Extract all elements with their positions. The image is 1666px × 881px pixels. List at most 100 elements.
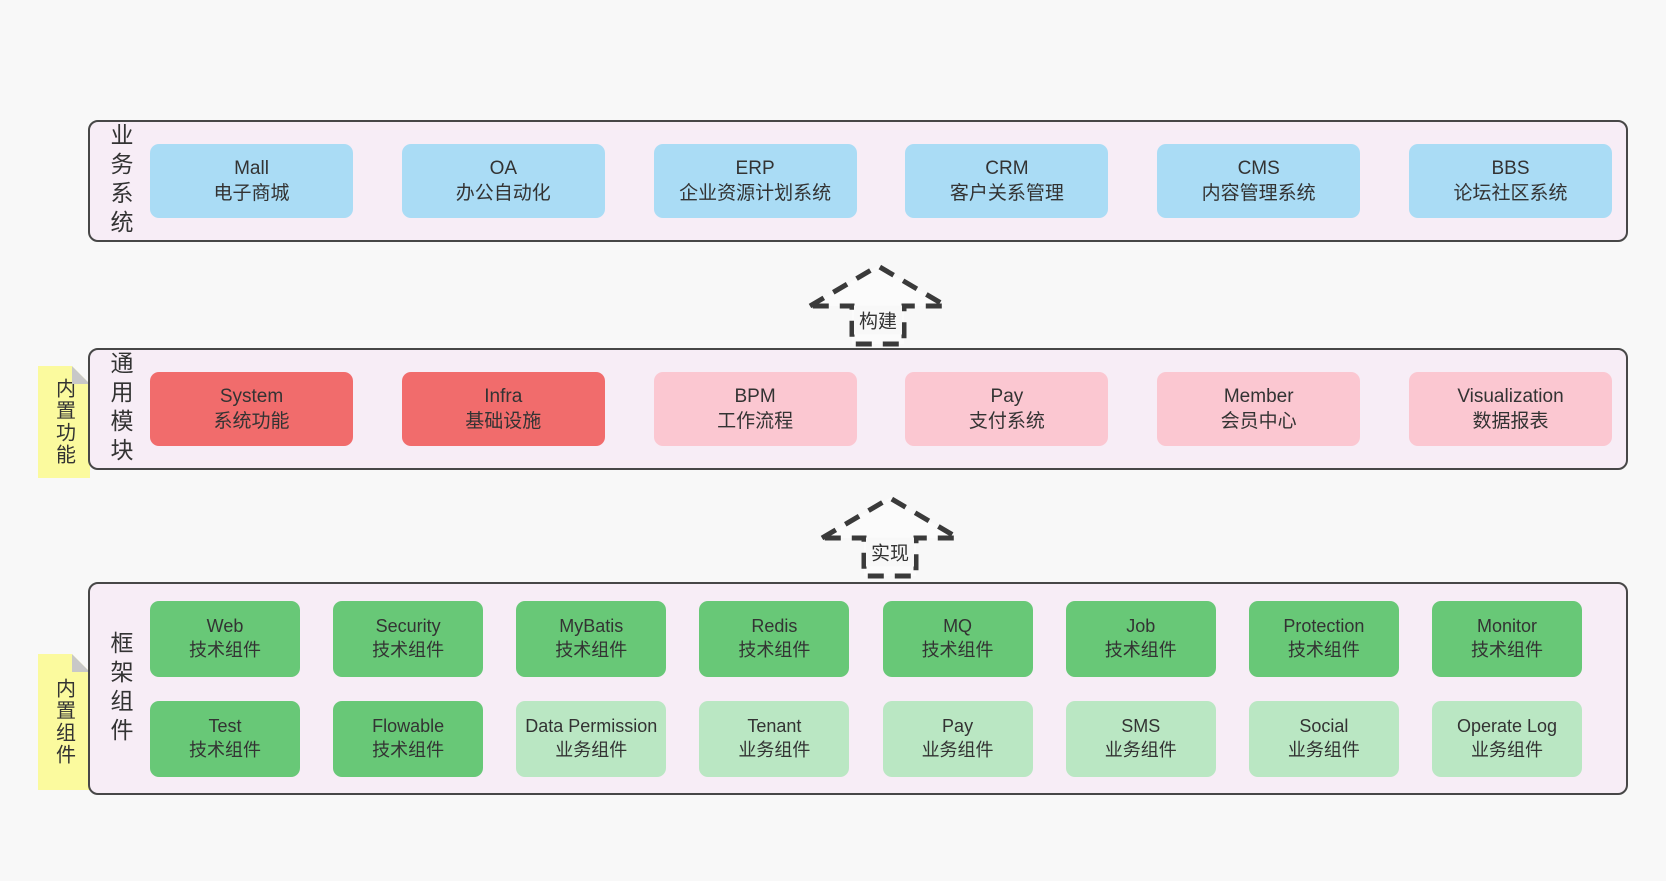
box-tenant: Tenant 业务组件 [699, 700, 850, 777]
builtin-components-sticky: 内置组件 [38, 654, 90, 790]
box-name: Job [1126, 615, 1156, 636]
framework-components-rows: Web 技术组件 Security 技术组件 MyBatis 技术组件 Redi… [150, 584, 1626, 793]
box-desc: 工作流程 [717, 411, 794, 432]
box-desc: 基础设施 [465, 411, 542, 432]
box-desc: 业务组件 [738, 739, 811, 760]
box-pay-system: Pay 支付系统 [905, 372, 1109, 446]
box-desc: 技术组件 [555, 639, 628, 660]
box-oa: OA 办公自动化 [401, 144, 605, 218]
box-desc: 办公自动化 [455, 183, 551, 204]
box-name: CRM [985, 157, 1029, 179]
box-name: Member [1223, 385, 1294, 407]
box-name: Protection [1283, 615, 1365, 636]
box-erp: ERP 企业资源计划系统 [653, 144, 857, 218]
common-modules-row: System 系统功能 Infra 基础设施 BPM 工作流程 Pay 支付系统… [150, 350, 1626, 468]
framework-row-1: Web 技术组件 Security 技术组件 MyBatis 技术组件 Redi… [150, 600, 1582, 677]
box-desc: 电子商城 [213, 183, 290, 204]
builtin-features-sticky-label: 内置功能 [52, 378, 75, 466]
box-name: BBS [1491, 157, 1530, 179]
dashed-up-arrow-icon [818, 495, 962, 579]
box-name: Test [208, 715, 242, 736]
builtin-features-sticky: 内置功能 [38, 366, 90, 478]
box-desc: 技术组件 [921, 639, 994, 660]
box-name: CMS [1237, 157, 1280, 179]
framework-components-panel: 框架组件 Web 技术组件 Security 技术组件 MyBatis 技术组件… [88, 582, 1628, 795]
box-name: Tenant [747, 715, 802, 736]
box-desc: 数据报表 [1472, 411, 1549, 432]
box-name: OA [489, 157, 518, 179]
box-data-permission: Data Permission 业务组件 [516, 700, 667, 777]
business-systems-label: 业务系统 [107, 123, 133, 239]
box-flowable: Flowable 技术组件 [333, 700, 484, 777]
box-desc: 技术组件 [1104, 639, 1177, 660]
box-name: Flowable [372, 715, 445, 736]
box-name: SMS [1121, 715, 1161, 736]
box-desc: 技术组件 [738, 639, 811, 660]
common-modules-label: 通用模块 [107, 351, 133, 467]
box-name: MyBatis [559, 615, 624, 636]
dashed-up-arrow-icon [806, 263, 950, 347]
framework-row-2: Test 技术组件 Flowable 技术组件 Data Permission … [150, 700, 1582, 777]
box-name: Pay [942, 715, 974, 736]
box-name: Web [206, 615, 244, 636]
box-desc: 支付系统 [968, 411, 1045, 432]
box-visualization: Visualization 数据报表 [1408, 372, 1612, 446]
box-desc: 技术组件 [1470, 639, 1543, 660]
box-desc: 论坛社区系统 [1453, 183, 1568, 204]
box-name: Redis [751, 615, 798, 636]
box-name: Mall [234, 157, 269, 179]
box-crm: CRM 客户关系管理 [905, 144, 1109, 218]
box-desc: 内容管理系统 [1201, 183, 1316, 204]
box-mall: Mall 电子商城 [150, 144, 353, 218]
build-arrow-label: 构建 [853, 305, 903, 335]
box-name: Monitor [1476, 615, 1537, 636]
box-protection: Protection 技术组件 [1248, 600, 1399, 677]
box-desc: 会员中心 [1220, 411, 1297, 432]
implement-arrow-label: 实现 [865, 537, 915, 567]
box-test: Test 技术组件 [150, 700, 300, 777]
box-desc: 客户关系管理 [949, 183, 1064, 204]
box-desc: 业务组件 [1104, 739, 1177, 760]
box-name: Infra [484, 385, 523, 407]
box-name: Pay [990, 385, 1024, 407]
box-bpm: BPM 工作流程 [653, 372, 857, 446]
box-redis: Redis 技术组件 [699, 600, 850, 677]
box-operate-log: Operate Log 业务组件 [1431, 700, 1582, 777]
box-name: Social [1299, 715, 1349, 736]
implement-arrow: 实现 [818, 492, 962, 580]
box-name: Data Permission [525, 715, 658, 736]
box-desc: 业务组件 [1470, 739, 1543, 760]
box-name: BPM [734, 385, 776, 407]
business-systems-row: Mall 电子商城 OA 办公自动化 ERP 企业资源计划系统 CRM 客户关系… [150, 122, 1626, 240]
box-desc: 企业资源计划系统 [679, 183, 832, 204]
box-system: System 系统功能 [150, 372, 353, 446]
build-arrow: 构建 [806, 260, 950, 348]
box-desc: 业务组件 [555, 739, 628, 760]
box-desc: 技术组件 [189, 639, 261, 660]
box-job: Job 技术组件 [1065, 600, 1216, 677]
box-name: Visualization [1457, 385, 1564, 407]
common-modules-panel: 通用模块 System 系统功能 Infra 基础设施 BPM 工作流程 Pay… [88, 348, 1628, 470]
box-name: System [219, 385, 284, 407]
box-name: Operate Log [1456, 715, 1558, 736]
box-web: Web 技术组件 [150, 600, 300, 677]
box-desc: 技术组件 [189, 739, 261, 760]
box-infra: Infra 基础设施 [401, 372, 605, 446]
box-bbs: BBS 论坛社区系统 [1408, 144, 1612, 218]
box-mq: MQ 技术组件 [882, 600, 1033, 677]
framework-components-label: 框架组件 [107, 630, 133, 747]
box-name: Security [375, 615, 441, 636]
box-member: Member 会员中心 [1157, 372, 1361, 446]
box-desc: 技术组件 [372, 739, 445, 760]
box-desc: 系统功能 [213, 411, 290, 432]
builtin-components-sticky-label: 内置组件 [52, 678, 75, 766]
box-pay-component: Pay 业务组件 [882, 700, 1033, 777]
box-cms: CMS 内容管理系统 [1157, 144, 1361, 218]
box-security: Security 技术组件 [333, 600, 484, 677]
box-desc: 技术组件 [372, 639, 445, 660]
business-systems-panel: 业务系统 Mall 电子商城 OA 办公自动化 ERP 企业资源计划系统 CRM… [88, 120, 1628, 242]
box-sms: SMS 业务组件 [1065, 700, 1216, 777]
box-name: ERP [735, 157, 775, 179]
box-mybatis: MyBatis 技术组件 [516, 600, 667, 677]
